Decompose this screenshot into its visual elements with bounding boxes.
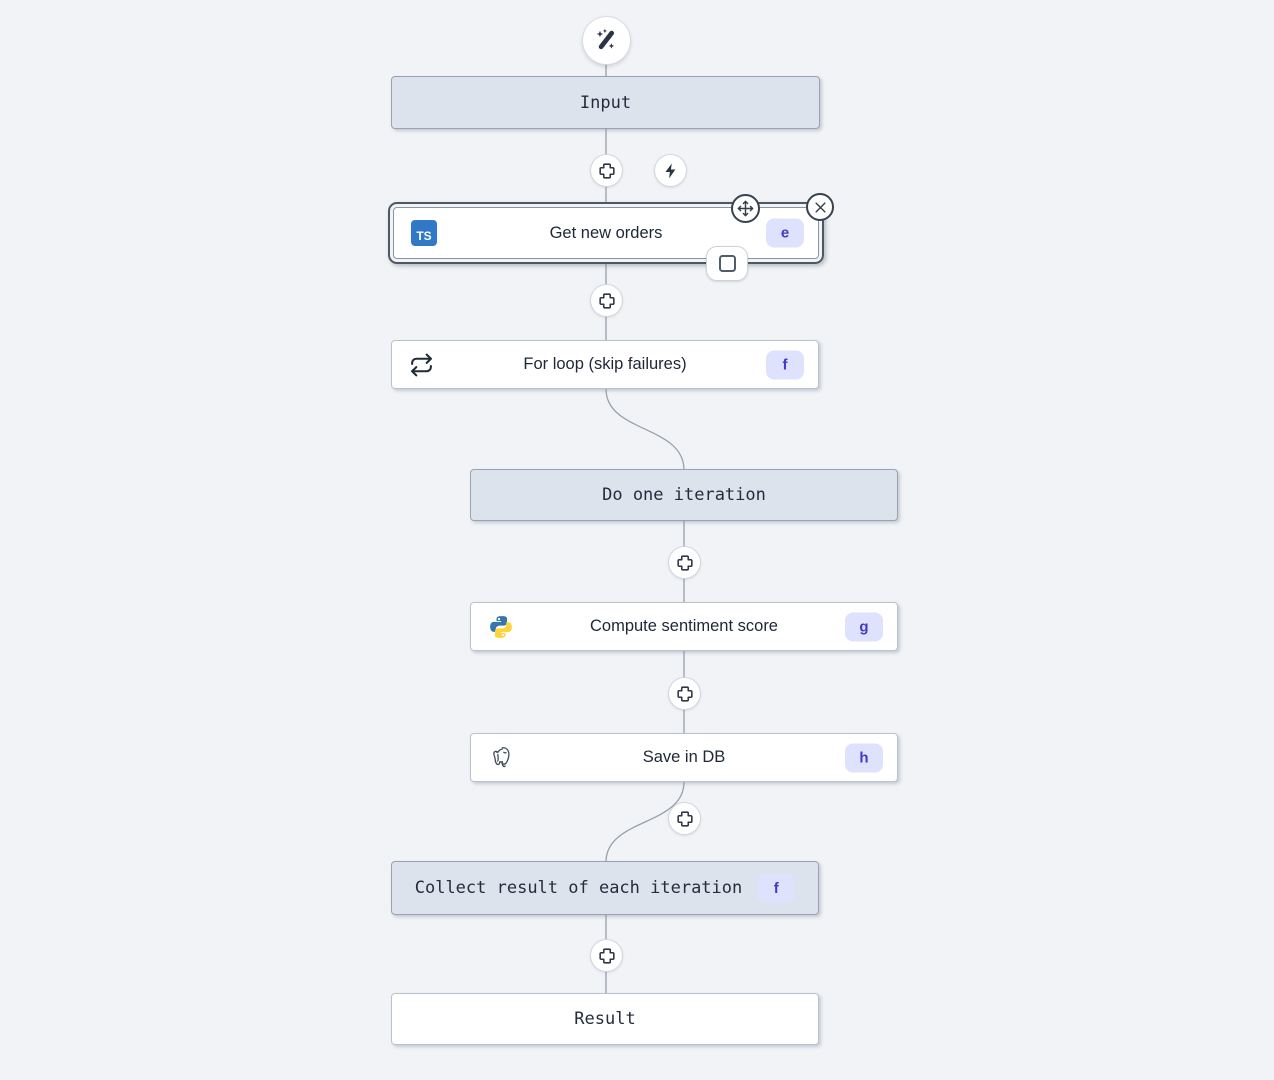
node-id-badge: h [845,743,883,772]
plus-icon [598,162,615,179]
insert-step-button[interactable] [591,285,622,316]
node-id-badge: f [757,873,796,903]
node-label: Get new orders [549,223,663,242]
node-label: For loop (skip failures) [523,355,687,373]
plus-icon [598,292,615,309]
plus-icon [676,810,693,827]
node-do-one-iteration[interactable]: Do one iteration [470,469,898,521]
plus-icon [676,685,693,702]
close-icon [814,201,826,213]
node-get-new-orders[interactable]: TS Get new orders e [393,207,819,259]
node-square-toggle-button[interactable] [706,246,748,281]
move-node-button[interactable] [731,194,760,223]
plus-icon [598,947,615,964]
node-id-badge: e [766,218,804,248]
python-icon [490,615,512,638]
trigger-bolt-button[interactable] [655,155,686,186]
selected-node-ring: TS Get new orders e [388,202,824,264]
node-label: Compute sentiment score [589,617,778,635]
node-label: Input [579,92,632,113]
insert-step-button[interactable] [669,678,700,709]
insert-step-button[interactable] [669,803,700,834]
node-label: Do one iteration [602,485,766,505]
lightning-icon [664,163,675,178]
postgresql-icon [493,746,510,767]
node-result[interactable]: Result [391,993,819,1045]
plus-icon [676,554,693,571]
wand-sparkles-icon [596,28,615,50]
insert-step-button[interactable] [591,940,622,971]
node-save-in-db[interactable]: Save in DB h [470,733,898,782]
node-input[interactable]: Input [391,76,820,129]
node-collect-result[interactable]: Collect result of each iteration f [391,861,819,915]
node-label: Result [574,1009,636,1029]
node-for-loop[interactable]: For loop (skip failures) f [391,340,819,389]
node-label: Save in DB [642,748,726,766]
ai-flow-builder-button[interactable] [583,17,630,64]
node-id-badge: f [766,350,804,379]
square-icon [718,255,736,272]
node-compute-sentiment-score[interactable]: Compute sentiment score g [470,602,898,651]
node-label: Collect result of each iteration [414,878,743,898]
typescript-icon: TS [411,220,437,246]
edge-forloop-iteration [605,388,685,471]
node-id-badge: g [845,612,883,641]
move-icon [737,200,754,217]
repeat-icon [411,353,432,376]
insert-step-button[interactable] [591,155,622,186]
insert-step-button[interactable] [669,547,700,578]
delete-node-button[interactable] [806,193,834,221]
